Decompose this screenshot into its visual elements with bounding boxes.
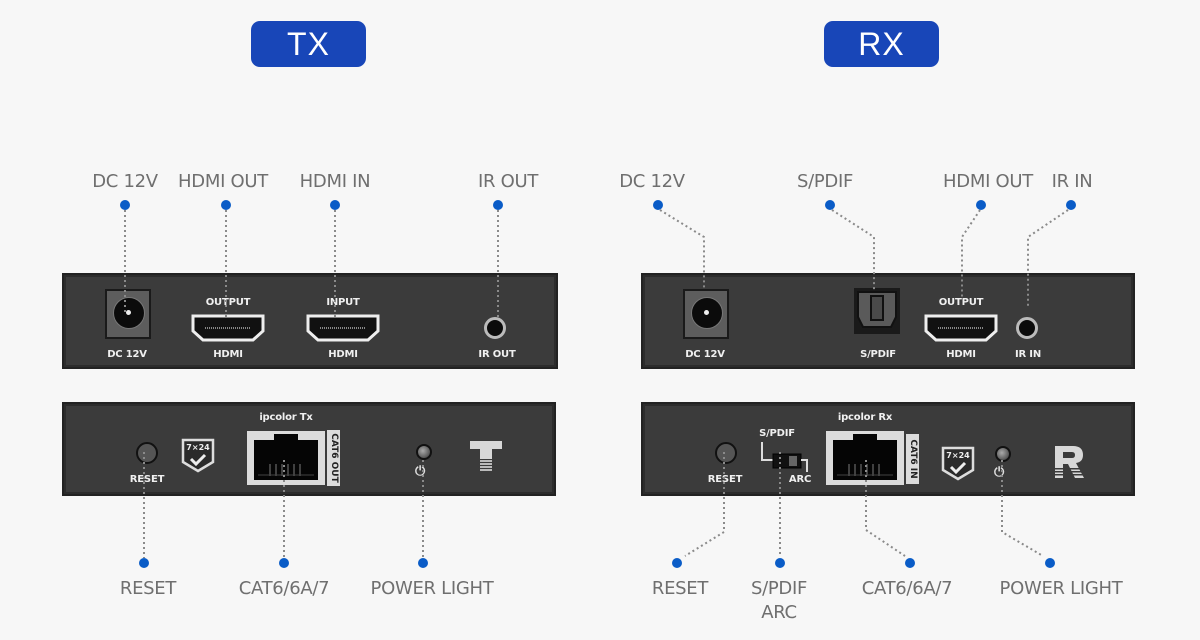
rx-callout-power-light: POWER LIGHT: [999, 578, 1123, 599]
callout-dot: [825, 200, 835, 210]
dc-jack-hole-icon: [113, 297, 145, 329]
shield-7x24-icon: 7×24: [181, 438, 215, 474]
rx-front-panel: RESET S/PDIF ARC ipcolor Rx CAT6 IN 7×24…: [641, 402, 1135, 496]
tx-callout-hdmi-out: HDMI OUT: [178, 171, 268, 192]
tx-back-panel: DC 12V OUTPUT HDMI INPUT HDMI IR OUT: [62, 273, 558, 369]
rx-callout-cat6: CAT6/6A/7: [861, 578, 953, 599]
rx-rj45-side-label: CAT6 IN: [906, 434, 919, 484]
rx-back-panel: DC 12V S/PDIF OUTPUT HDMI IR IN: [641, 273, 1135, 369]
rj45-port-icon: [826, 431, 904, 485]
callout-dot: [120, 200, 130, 210]
t-logo-icon: [470, 441, 502, 471]
reset-button: [715, 442, 737, 464]
dc-jack-hole-icon: [691, 297, 723, 329]
rx-callout-dc: DC 12V: [619, 171, 685, 192]
tx-dc-jack: [105, 289, 151, 339]
hdmi-port-icon: [924, 314, 998, 342]
tx-callout-ir-out: IR OUT: [477, 171, 539, 192]
callout-dot: [775, 558, 785, 568]
callout-dot: [672, 558, 682, 568]
hdmi-port-icon: [306, 314, 380, 342]
callout-dot: [976, 200, 986, 210]
rx-hdmi-out-top-label: OUTPUT: [938, 297, 984, 308]
rx-switch-top-label: S/PDIF: [759, 428, 795, 439]
reset-button: [136, 442, 158, 464]
rx-callout-spdif: S/PDIF: [750, 578, 808, 599]
rx-callout-ir-in: IR IN: [1051, 171, 1093, 192]
tx-reset-label: RESET: [129, 474, 165, 485]
tx-callout-cat6: CAT6/6A/7: [238, 578, 330, 599]
tx-hdmi-in-bottom-label: HDMI: [328, 349, 358, 360]
badge-7x24-text: 7×24: [186, 443, 210, 452]
badge-7x24-text: 7×24: [946, 451, 970, 460]
rx-ir-label: IR IN: [1015, 349, 1041, 360]
tx-front-panel: RESET 7×24 ipcolor Tx CAT6 OUT ⏻: [62, 402, 556, 496]
rx-reset-label: RESET: [707, 474, 743, 485]
callout-dot: [221, 200, 231, 210]
tx-rj45-side-label: CAT6 OUT: [327, 430, 340, 486]
spdif-arc-switch-icon: [761, 442, 808, 472]
tx-hdmi-out-bottom-label: HDMI: [213, 349, 243, 360]
tx-callout-reset: RESET: [119, 578, 177, 599]
rx-switch-bottom-label: ARC: [788, 474, 812, 485]
tx-hdmi-out-top-label: OUTPUT: [205, 297, 251, 308]
tx-callout-dc: DC 12V: [92, 171, 158, 192]
tx-callout-power-light: POWER LIGHT: [370, 578, 494, 599]
callout-dot: [418, 558, 428, 568]
r-logo-icon: [1053, 446, 1085, 478]
rx-callout-arc: ARC: [761, 602, 797, 623]
ir-jack-icon: [484, 317, 506, 339]
rx-dc-jack: [683, 289, 729, 339]
rx-callout-hdmi-out: HDMI OUT: [943, 171, 1033, 192]
rx-hdmi-out-bottom-label: HDMI: [946, 349, 976, 360]
rx-callout-reset: RESET: [651, 578, 709, 599]
callout-dot: [139, 558, 149, 568]
callout-dot: [1045, 558, 1055, 568]
rx-model-label: ipcolor Rx: [837, 412, 893, 423]
shield-7x24-icon: 7×24: [941, 446, 975, 482]
callout-dot: [493, 200, 503, 210]
rx-callout-spdif: S/PDIF: [796, 171, 854, 192]
rj45-port-icon: [247, 431, 325, 485]
callout-dot: [330, 200, 340, 210]
tx-callout-hdmi-in: HDMI IN: [299, 171, 371, 192]
power-symbol-icon: ⏻: [994, 465, 1005, 480]
power-led-icon: [416, 444, 432, 460]
callout-dot: [905, 558, 915, 568]
spdif-port-icon: [854, 288, 900, 334]
ir-jack-icon: [1016, 317, 1038, 339]
rx-badge: RX: [824, 21, 939, 67]
tx-hdmi-in-top-label: INPUT: [326, 297, 360, 308]
tx-badge: TX: [251, 21, 366, 67]
tx-ir-label: IR OUT: [478, 349, 516, 360]
rx-dc-label: DC 12V: [685, 349, 725, 360]
callout-dot: [653, 200, 663, 210]
rx-spdif-label: S/PDIF: [860, 349, 896, 360]
hdmi-port-icon: [191, 314, 265, 342]
power-symbol-icon: ⏻: [415, 464, 426, 479]
tx-dc-label: DC 12V: [107, 349, 147, 360]
callout-dot: [1066, 200, 1076, 210]
power-led-icon: [995, 446, 1011, 462]
callout-dot: [279, 558, 289, 568]
tx-model-label: ipcolor Tx: [259, 412, 313, 423]
